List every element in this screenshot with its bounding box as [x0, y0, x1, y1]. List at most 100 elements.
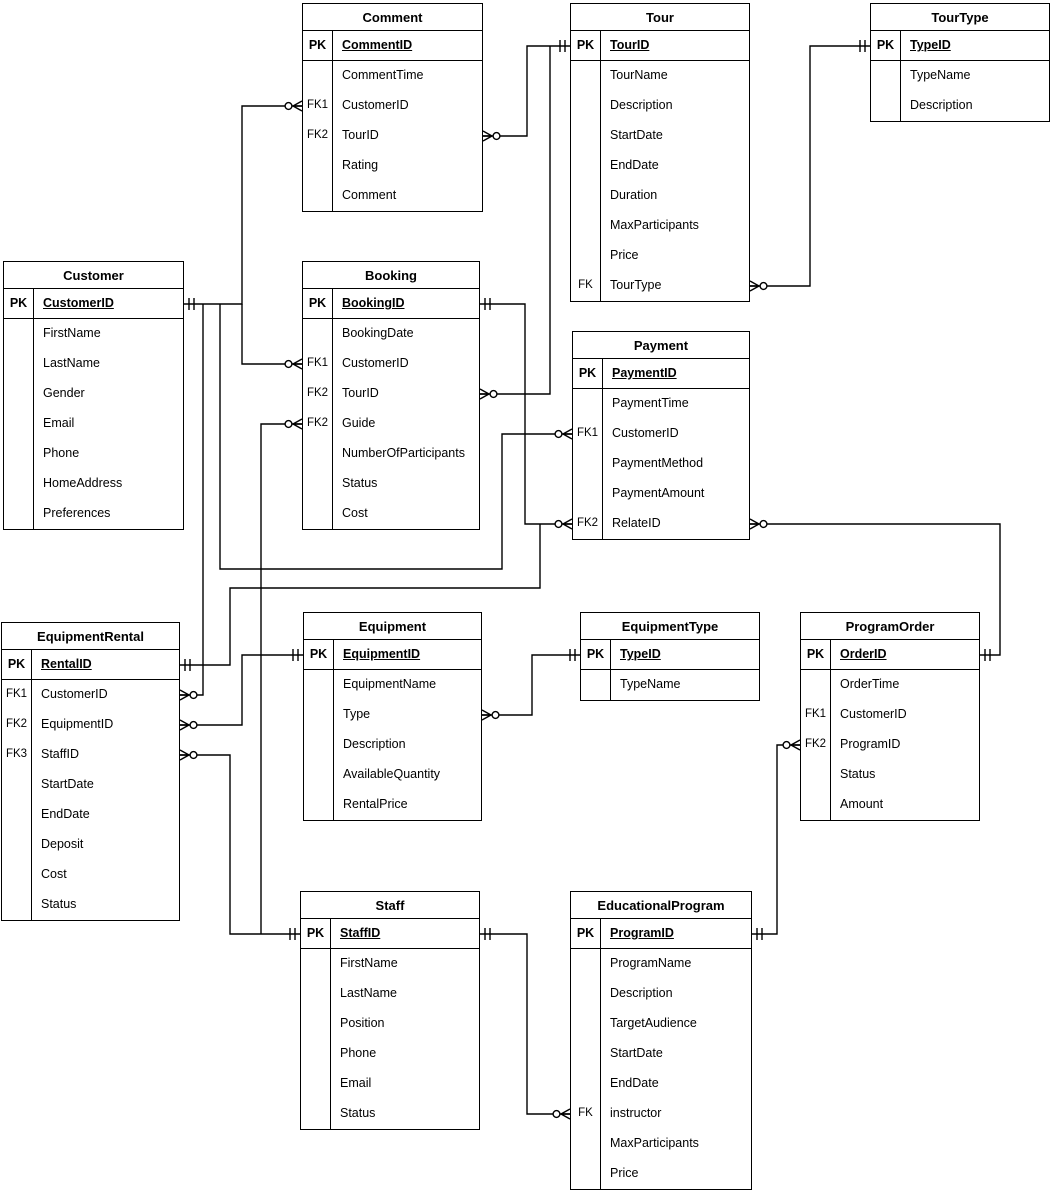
field-name-EndDate: EndDate: [610, 158, 659, 172]
cardinality-zero-circle-equipmentrental-staff: [189, 750, 198, 760]
field-name-RelateID: RelateID: [612, 516, 661, 530]
table-row-Tour-Description: Description: [571, 91, 749, 121]
key-cell-empty: [303, 499, 333, 529]
table-row-Tour-EndDate: EndDate: [571, 151, 749, 181]
cardinality-zero-circle-booking-tour: [489, 389, 498, 399]
field-name-CommentTime: CommentTime: [342, 68, 424, 82]
key-cell-empty: [801, 760, 831, 790]
cardinality-one-tick-comment-tour: [559, 40, 566, 52]
cardinality-zero-circle-customer-comment: [284, 101, 293, 111]
table-row-Customer-Email: Email: [4, 409, 183, 439]
key-cell-empty: [571, 181, 601, 211]
key-cell-empty: [303, 319, 333, 349]
key-cell-empty: [4, 379, 34, 409]
field-name-Phone: Phone: [340, 1046, 377, 1060]
field-name-Email: Email: [340, 1076, 372, 1090]
cardinality-one-tick-equipmentrental-staff: [289, 928, 296, 940]
key-cell-empty: [571, 1009, 601, 1039]
table-row-Customer-Gender: Gender: [4, 379, 183, 409]
field-name-EquipmentID: EquipmentID: [41, 717, 114, 731]
field-name-LastName: LastName: [340, 986, 397, 1000]
table-row-Booking-NumberOfParticipants: NumberOfParticipants: [303, 439, 479, 469]
table-row-ProgramOrder-Status: Status: [801, 760, 979, 790]
field-name-Deposit: Deposit: [41, 837, 84, 851]
key-cell-empty: [801, 790, 831, 820]
table-row-Booking-BookingDate: BookingDate: [303, 319, 479, 349]
field-name-BookingDate: BookingDate: [342, 326, 414, 340]
field-name-EndDate: EndDate: [41, 807, 90, 821]
fk-label: FK1: [303, 91, 333, 121]
key-cell-empty: [4, 409, 34, 439]
cardinality-zero-circle-customer-equipmentrental: [189, 690, 198, 700]
cardinality-many-crowfoot-payment-programorder: [749, 518, 760, 530]
cardinality-many-crowfoot-staff-educationalprogram: [560, 1108, 571, 1120]
pk-label: PK: [801, 640, 831, 669]
cardinality-many-crowfoot-staff-booking-guide: [292, 418, 303, 430]
field-name-Phone: Phone: [43, 446, 80, 460]
cardinality-one-tick-equipment-equipmenttype: [569, 649, 576, 661]
key-cell-empty: [571, 151, 601, 181]
pk-label: PK: [301, 919, 331, 948]
table-row-Customer-HomeAddress: HomeAddress: [4, 469, 183, 499]
relationship-equipmentrental-staff: [180, 754, 300, 935]
fk-label: FK2: [573, 509, 603, 539]
field-name-BookingID: BookingID: [342, 296, 405, 310]
relationship-customer-payment: [219, 304, 572, 570]
field-name-OrderID: OrderID: [840, 647, 887, 661]
cardinality-many-crowfoot-comment-tour: [482, 130, 493, 142]
table-title-Payment: Payment: [573, 332, 749, 359]
field-name-StartDate: StartDate: [610, 128, 663, 142]
table-row-Staff-Phone: Phone: [301, 1039, 479, 1069]
cardinality-many-crowfoot-educationalprogram-programorder: [790, 739, 801, 751]
key-cell-empty: [871, 61, 901, 91]
cardinality-many-crowfoot-customer-booking: [292, 358, 303, 370]
field-name-LastName: LastName: [43, 356, 100, 370]
field-name-CustomerID: CustomerID: [342, 356, 409, 370]
table-title-Comment: Comment: [303, 4, 482, 31]
table-row-Equipment-RentalPrice: RentalPrice: [304, 790, 481, 820]
field-name-TypeID: TypeID: [620, 647, 661, 661]
field-name-Description: Description: [343, 737, 406, 751]
key-cell-empty: [304, 670, 334, 700]
table-title-EquipmentRental: EquipmentRental: [2, 623, 179, 650]
field-name-TypeName: TypeName: [620, 677, 681, 691]
fk-label: FK2: [2, 710, 32, 740]
pk-label: PK: [303, 289, 333, 318]
table-row-Customer-Phone: Phone: [4, 439, 183, 469]
relationship-staff-booking-guide: [260, 423, 302, 934]
relationship-equipment-equipmenttype: [482, 654, 580, 716]
cardinality-many-crowfoot-equipmentrental-equipment: [179, 719, 190, 731]
cardinality-many-crowfoot-equipmentrental-staff: [179, 749, 190, 761]
key-cell-empty: [4, 469, 34, 499]
key-cell-empty: [2, 830, 32, 860]
field-name-MaxParticipants: MaxParticipants: [610, 1136, 699, 1150]
field-name-MaxParticipants: MaxParticipants: [610, 218, 699, 232]
fk-label: FK2: [303, 379, 333, 409]
table-row-Equipment-EquipmentName: EquipmentName: [304, 670, 481, 700]
table-row-EquipmentRental-Cost: Cost: [2, 860, 179, 890]
fk-label: FK1: [573, 419, 603, 449]
cardinality-one-tick-educationalprogram-programorder: [756, 928, 763, 940]
table-row-EducationalProgram-EndDate: EndDate: [571, 1069, 751, 1099]
fk-label: FK3: [2, 740, 32, 770]
field-name-Amount: Amount: [840, 797, 884, 811]
cardinality-many-crowfoot-booking-payment: [562, 518, 573, 530]
table-row-EquipmentRental-Status: Status: [2, 890, 179, 920]
fk-label: FK1: [303, 349, 333, 379]
cardinality-zero-circle-tour-tourtype: [759, 281, 768, 291]
cardinality-zero-circle-staff-educationalprogram: [552, 1109, 561, 1119]
cardinality-many-crowfoot-equipment-equipmenttype: [481, 709, 492, 721]
table-row-TourType-TypeName: TypeName: [871, 61, 1049, 91]
key-cell-empty: [4, 349, 34, 379]
